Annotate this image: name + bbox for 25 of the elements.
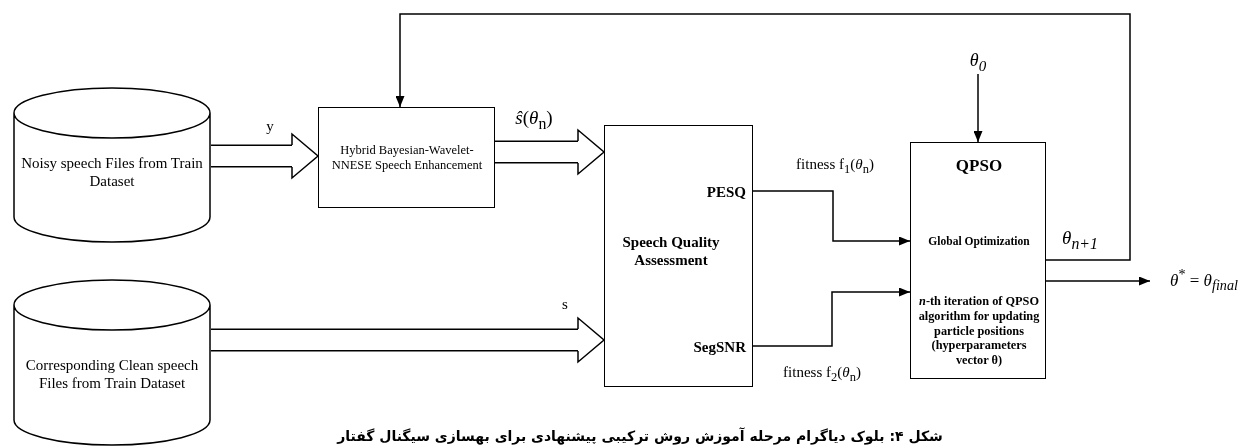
node-label: Hybrid Bayesian-Wavelet-NNESE Speech Enhancement xyxy=(330,143,484,173)
node-label: Corresponding Clean speech Files from Train Dataset xyxy=(24,356,200,392)
parameter-label: θ$^{*}$ = θ$_{final}$ xyxy=(1170,270,1238,292)
arrow xyxy=(395,13,1131,261)
edge-label: ŝ(θ$_{n}$) xyxy=(513,107,555,129)
figure-caption: شکل ۴: بلوک دیاگرام مرحله آموزش روش ترکیبی پیشنهادی برای بهسازی سیگنال گفتار xyxy=(337,428,943,444)
box-subtitle: Global Optimization xyxy=(928,235,1030,249)
box-description: n-th iteration of QPSO algorithm for updating particle positions (hyperparameters vector θ) xyxy=(917,294,1041,368)
database-cylinder xyxy=(13,280,211,446)
arrow xyxy=(973,73,983,143)
arrow xyxy=(752,190,911,246)
box-title: Speech Quality Assessment xyxy=(621,233,721,269)
arrow xyxy=(752,287,911,347)
node-label: Noisy speech Files from Train Dataset xyxy=(20,154,204,190)
metric-label: SegSNR xyxy=(693,338,746,356)
process-box xyxy=(318,107,495,208)
optimizer-box xyxy=(910,142,1046,379)
box-title: QPSO xyxy=(955,155,1003,177)
database-cylinder xyxy=(13,88,211,243)
metric-label: PESQ xyxy=(706,183,746,201)
parameter-label: θ$_{0}$ xyxy=(969,50,987,72)
edge-label: fitness f$_{2}$(θ$_{n}$) xyxy=(781,364,863,382)
edge-label: fitness f$_{1}$(θ$_{n}$) xyxy=(794,156,876,174)
assessment-box xyxy=(604,125,753,387)
arrow xyxy=(1045,276,1151,286)
